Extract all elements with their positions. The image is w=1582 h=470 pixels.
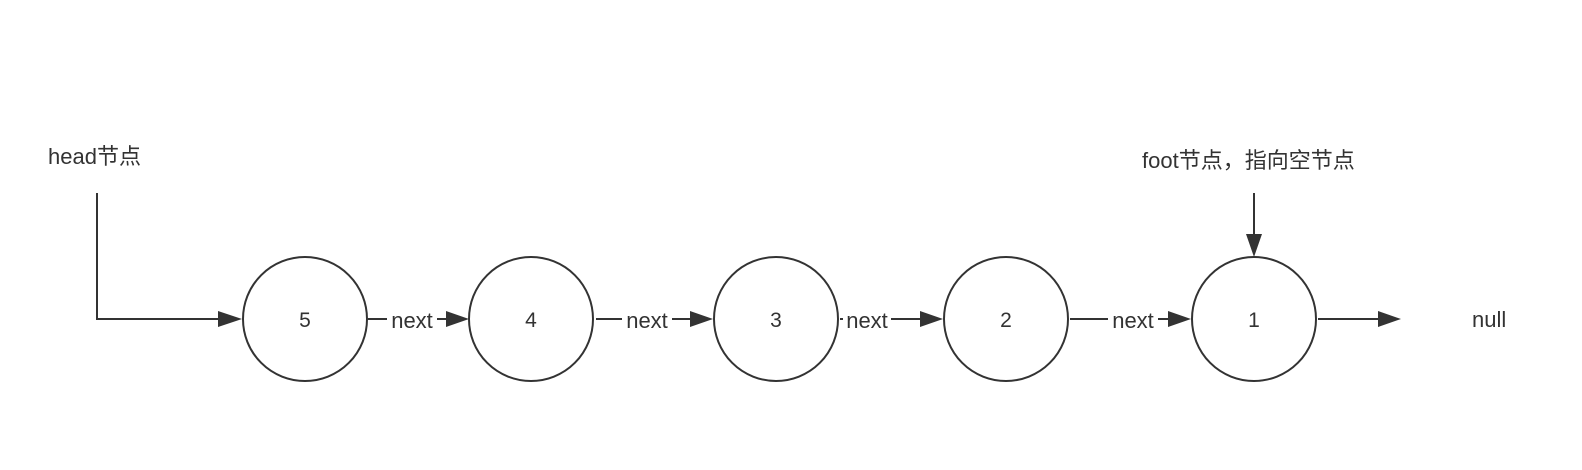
edge-label: next <box>391 308 433 333</box>
node-value: 5 <box>299 309 311 332</box>
edge-label-background <box>1108 306 1158 334</box>
head-pointer-line <box>96 193 220 320</box>
node-value: 4 <box>525 309 537 332</box>
node-circle <box>943 256 1069 382</box>
foot-pointer-arrowhead <box>1246 234 1262 257</box>
next-edge-5-4: next <box>368 306 469 334</box>
null-edge <box>1318 311 1401 327</box>
node-circle <box>468 256 594 382</box>
edge-label-background <box>843 306 891 334</box>
edge-arrowhead <box>690 311 713 327</box>
node-value: 2 <box>1000 309 1012 332</box>
node-circle <box>713 256 839 382</box>
edge-arrowhead <box>1378 311 1401 327</box>
foot-label: foot节点，指向空节点 <box>1142 148 1355 173</box>
edge-label-background <box>622 306 672 334</box>
edge-label-background <box>387 306 437 334</box>
node-value: 1 <box>1248 309 1260 332</box>
null-label: null <box>1472 307 1506 332</box>
edge-arrowhead <box>446 311 469 327</box>
head-label: head节点 <box>48 144 141 169</box>
edge-label: next <box>1112 308 1154 333</box>
list-node-4: 4 <box>468 256 594 382</box>
edge-arrowhead <box>1168 311 1191 327</box>
node-value: 3 <box>770 309 782 332</box>
edge-label: next <box>846 308 888 333</box>
list-node-1: 1 <box>1191 256 1317 382</box>
head-pointer-arrowhead <box>218 311 242 327</box>
edge-arrowhead <box>920 311 943 327</box>
next-edge-2-1: next <box>1070 306 1191 334</box>
next-edge-3-2: next <box>840 306 943 334</box>
node-circle <box>242 256 368 382</box>
list-node-2: 2 <box>943 256 1069 382</box>
list-node-3: 3 <box>713 256 839 382</box>
list-node-5: 5 <box>242 256 368 382</box>
edge-label: next <box>626 308 668 333</box>
next-edge-4-3: next <box>596 306 713 334</box>
